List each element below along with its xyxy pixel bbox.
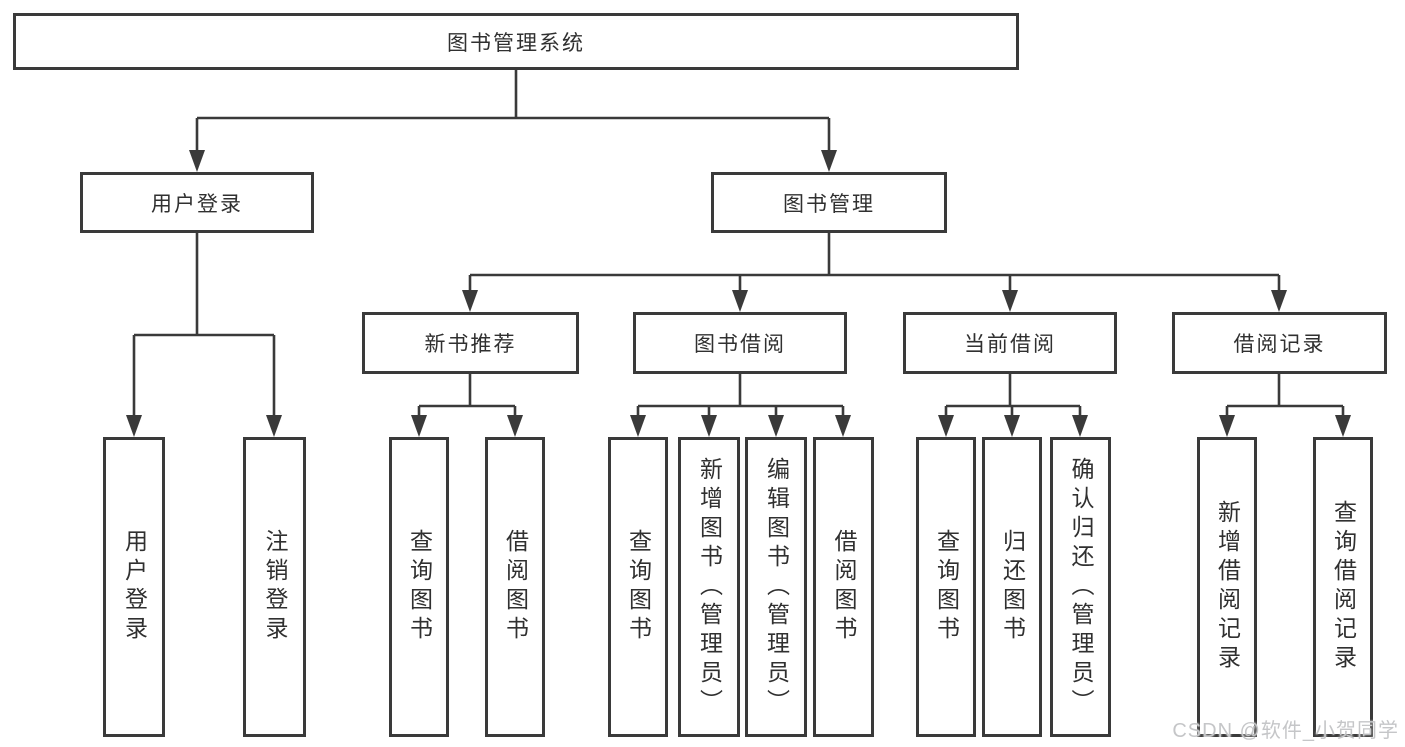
arrowhead — [732, 290, 748, 312]
node-new-book-recommend: 新书推荐 — [362, 312, 579, 374]
arrowhead — [1219, 415, 1235, 437]
node-label: 图书管理系统 — [447, 31, 585, 55]
node-user-login: 用户登录 — [80, 172, 314, 233]
node-label: 查询图书 — [933, 529, 960, 645]
arrowhead — [266, 415, 282, 437]
arrowhead — [1002, 290, 1018, 312]
arrowhead — [835, 415, 851, 437]
node-query-books-current: 查询图书 — [916, 437, 976, 737]
node-label: 查询图书 — [406, 529, 433, 645]
arrowhead — [938, 415, 954, 437]
arrowhead — [411, 415, 427, 437]
node-borrow-records: 借阅记录 — [1172, 312, 1387, 374]
arrowhead — [1004, 415, 1020, 437]
node-query-borrow-record: 查询借阅记录 — [1313, 437, 1373, 737]
arrowhead — [1271, 290, 1287, 312]
arrowhead — [1335, 415, 1351, 437]
node-label: 借阅图书 — [502, 529, 529, 645]
node-logout: 注销登录 — [243, 437, 306, 737]
arrowhead — [507, 415, 523, 437]
node-label: 借阅图书 — [831, 529, 857, 645]
node-label: 借阅记录 — [1233, 333, 1326, 356]
node-label: 编辑图书（管理员） — [763, 456, 790, 718]
node-query-books-borrow: 查询图书 — [608, 437, 668, 737]
node-label: 当前借阅 — [964, 333, 1056, 356]
node-edit-books-admin: 编辑图书（管理员） — [745, 437, 807, 737]
arrowhead — [821, 150, 837, 172]
node-borrow-books: 借阅图书 — [813, 437, 874, 737]
node-label: 图书借阅 — [694, 333, 786, 356]
node-book-borrow: 图书借阅 — [633, 312, 847, 374]
node-current-borrow: 当前借阅 — [903, 312, 1117, 374]
csdn-watermark: CSDN @软件_小贺同学 — [1172, 720, 1399, 742]
node-label: 查询借阅记录 — [1330, 500, 1357, 674]
node-query-books-recommend: 查询图书 — [389, 437, 449, 737]
node-borrow-books-recommend: 借阅图书 — [485, 437, 545, 737]
node-book-management: 图书管理 — [711, 172, 947, 233]
arrowhead — [768, 415, 784, 437]
node-label: 确认归还（管理员） — [1068, 456, 1094, 718]
node-confirm-return-admin: 确认归还（管理员） — [1050, 437, 1111, 737]
arrowhead — [1072, 415, 1088, 437]
node-add-books-admin: 新增图书（管理员） — [678, 437, 740, 737]
node-label: 新书推荐 — [424, 333, 517, 356]
node-label: 新增图书（管理员） — [696, 456, 723, 718]
node-library-management-system: 图书管理系统 — [13, 13, 1019, 70]
arrowhead — [189, 150, 205, 172]
node-label: 图书管理 — [783, 192, 875, 216]
arrowhead — [701, 415, 717, 437]
node-label: 新增借阅记录 — [1214, 500, 1241, 674]
arrowhead — [126, 415, 142, 437]
arrowhead — [630, 415, 646, 437]
node-label: 归还图书 — [999, 529, 1026, 645]
node-label: 用户登录 — [121, 529, 148, 645]
arrowhead — [462, 290, 478, 312]
node-label: 用户登录 — [151, 192, 243, 216]
node-label: 注销登录 — [262, 529, 288, 645]
node-user-login-leaf: 用户登录 — [103, 437, 165, 737]
node-add-borrow-record: 新增借阅记录 — [1197, 437, 1257, 737]
node-label: 查询图书 — [625, 529, 652, 645]
node-return-books: 归还图书 — [982, 437, 1042, 737]
